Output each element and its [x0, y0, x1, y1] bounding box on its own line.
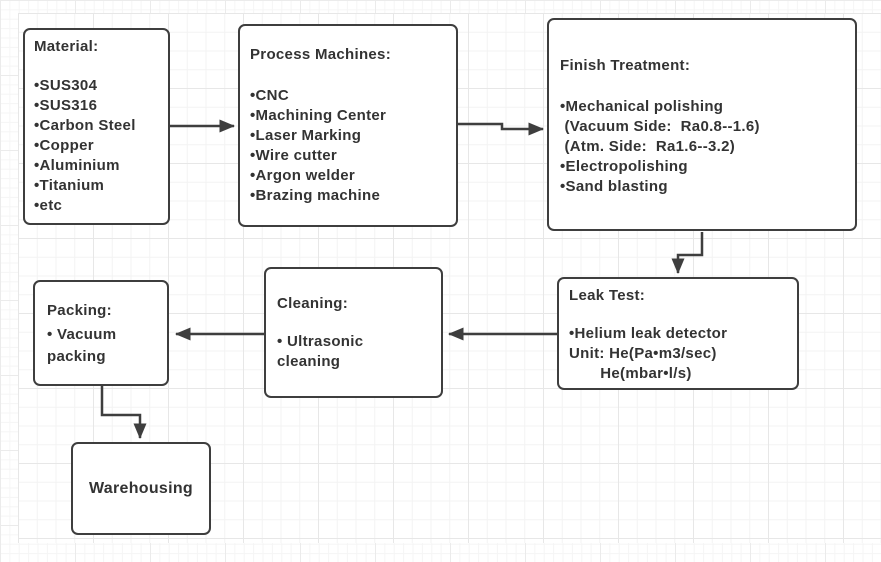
list-item: •SUS304 — [34, 77, 98, 94]
list-item: •Sand blasting — [560, 178, 668, 195]
node-items-process-machines: •CNC •Machining Center •Laser Marking •Wire… — [250, 86, 452, 206]
node-title-leak-test: Leak Test: — [569, 287, 646, 304]
list-item: •Helium leak detector — [569, 325, 728, 342]
list-item: •etc — [34, 197, 63, 214]
list-item: •Mechanical polishing — [560, 98, 724, 115]
list-item: •Laser Marking — [250, 127, 362, 144]
node-title-cleaning: Cleaning: — [277, 295, 349, 312]
flow-node-warehousing[interactable]: Warehousing — [71, 442, 211, 535]
list-item: •Electropolishing — [560, 158, 688, 175]
node-title-process-machines: Process Machines: — [250, 46, 391, 63]
node-items-material: •SUS304 •SUS316 •Carbon Steel •Copper •Alumi… — [34, 76, 164, 216]
list-item: • Vacuum packing — [47, 326, 121, 365]
flow-node-process-machines[interactable]: Process Machines: •CNC•Machining Center•… — [238, 24, 458, 227]
flow-node-packing[interactable]: Packing: • Vacuum packing — [33, 280, 169, 386]
list-item: (Atm. Side: Ra1.6--3.2) — [560, 138, 736, 155]
node-items-packing: • Vacuum packing — [47, 324, 147, 368]
list-item: •Titanium — [34, 177, 105, 194]
list-item: (Vacuum Side: Ra0.8--1.6) — [560, 118, 760, 135]
list-item: •Aluminium — [34, 157, 120, 174]
list-item: Unit: He(Pa•m3/sec) — [569, 345, 717, 362]
list-item: •Argon welder — [250, 167, 355, 184]
list-item: •Wire cutter — [250, 147, 338, 164]
node-items-cleaning: • Ultrasonic cleaning — [277, 332, 395, 372]
node-title-warehousing: Warehousing — [88, 479, 194, 497]
list-item: •Brazing machine — [250, 187, 381, 204]
node-title-finish-treatment: Finish Treatment: — [560, 57, 691, 74]
flow-node-finish-treatment[interactable]: Finish Treatment: •Mechanical polishing … — [547, 18, 857, 231]
list-item: •Machining Center — [250, 107, 387, 124]
flow-node-cleaning[interactable]: Cleaning: • Ultrasonic cleaning — [264, 267, 443, 398]
list-item: •CNC — [250, 87, 289, 104]
node-title-material: Material: — [34, 38, 99, 55]
flow-node-material[interactable]: Material: •SUS304 •SUS316 •Carbon Steel •Co… — [23, 28, 170, 225]
list-item: •SUS316 — [34, 97, 98, 114]
node-items-finish-treatment: •Mechanical polishing (Vacuum Side: Ra0.… — [560, 97, 851, 197]
list-item: He(mbar•l/s) — [569, 365, 692, 382]
list-item: •Carbon Steel — [34, 117, 136, 134]
node-title-packing: Packing: — [47, 302, 112, 319]
list-item: • Ultrasonic cleaning — [277, 333, 368, 370]
list-item: •Copper — [34, 137, 94, 154]
